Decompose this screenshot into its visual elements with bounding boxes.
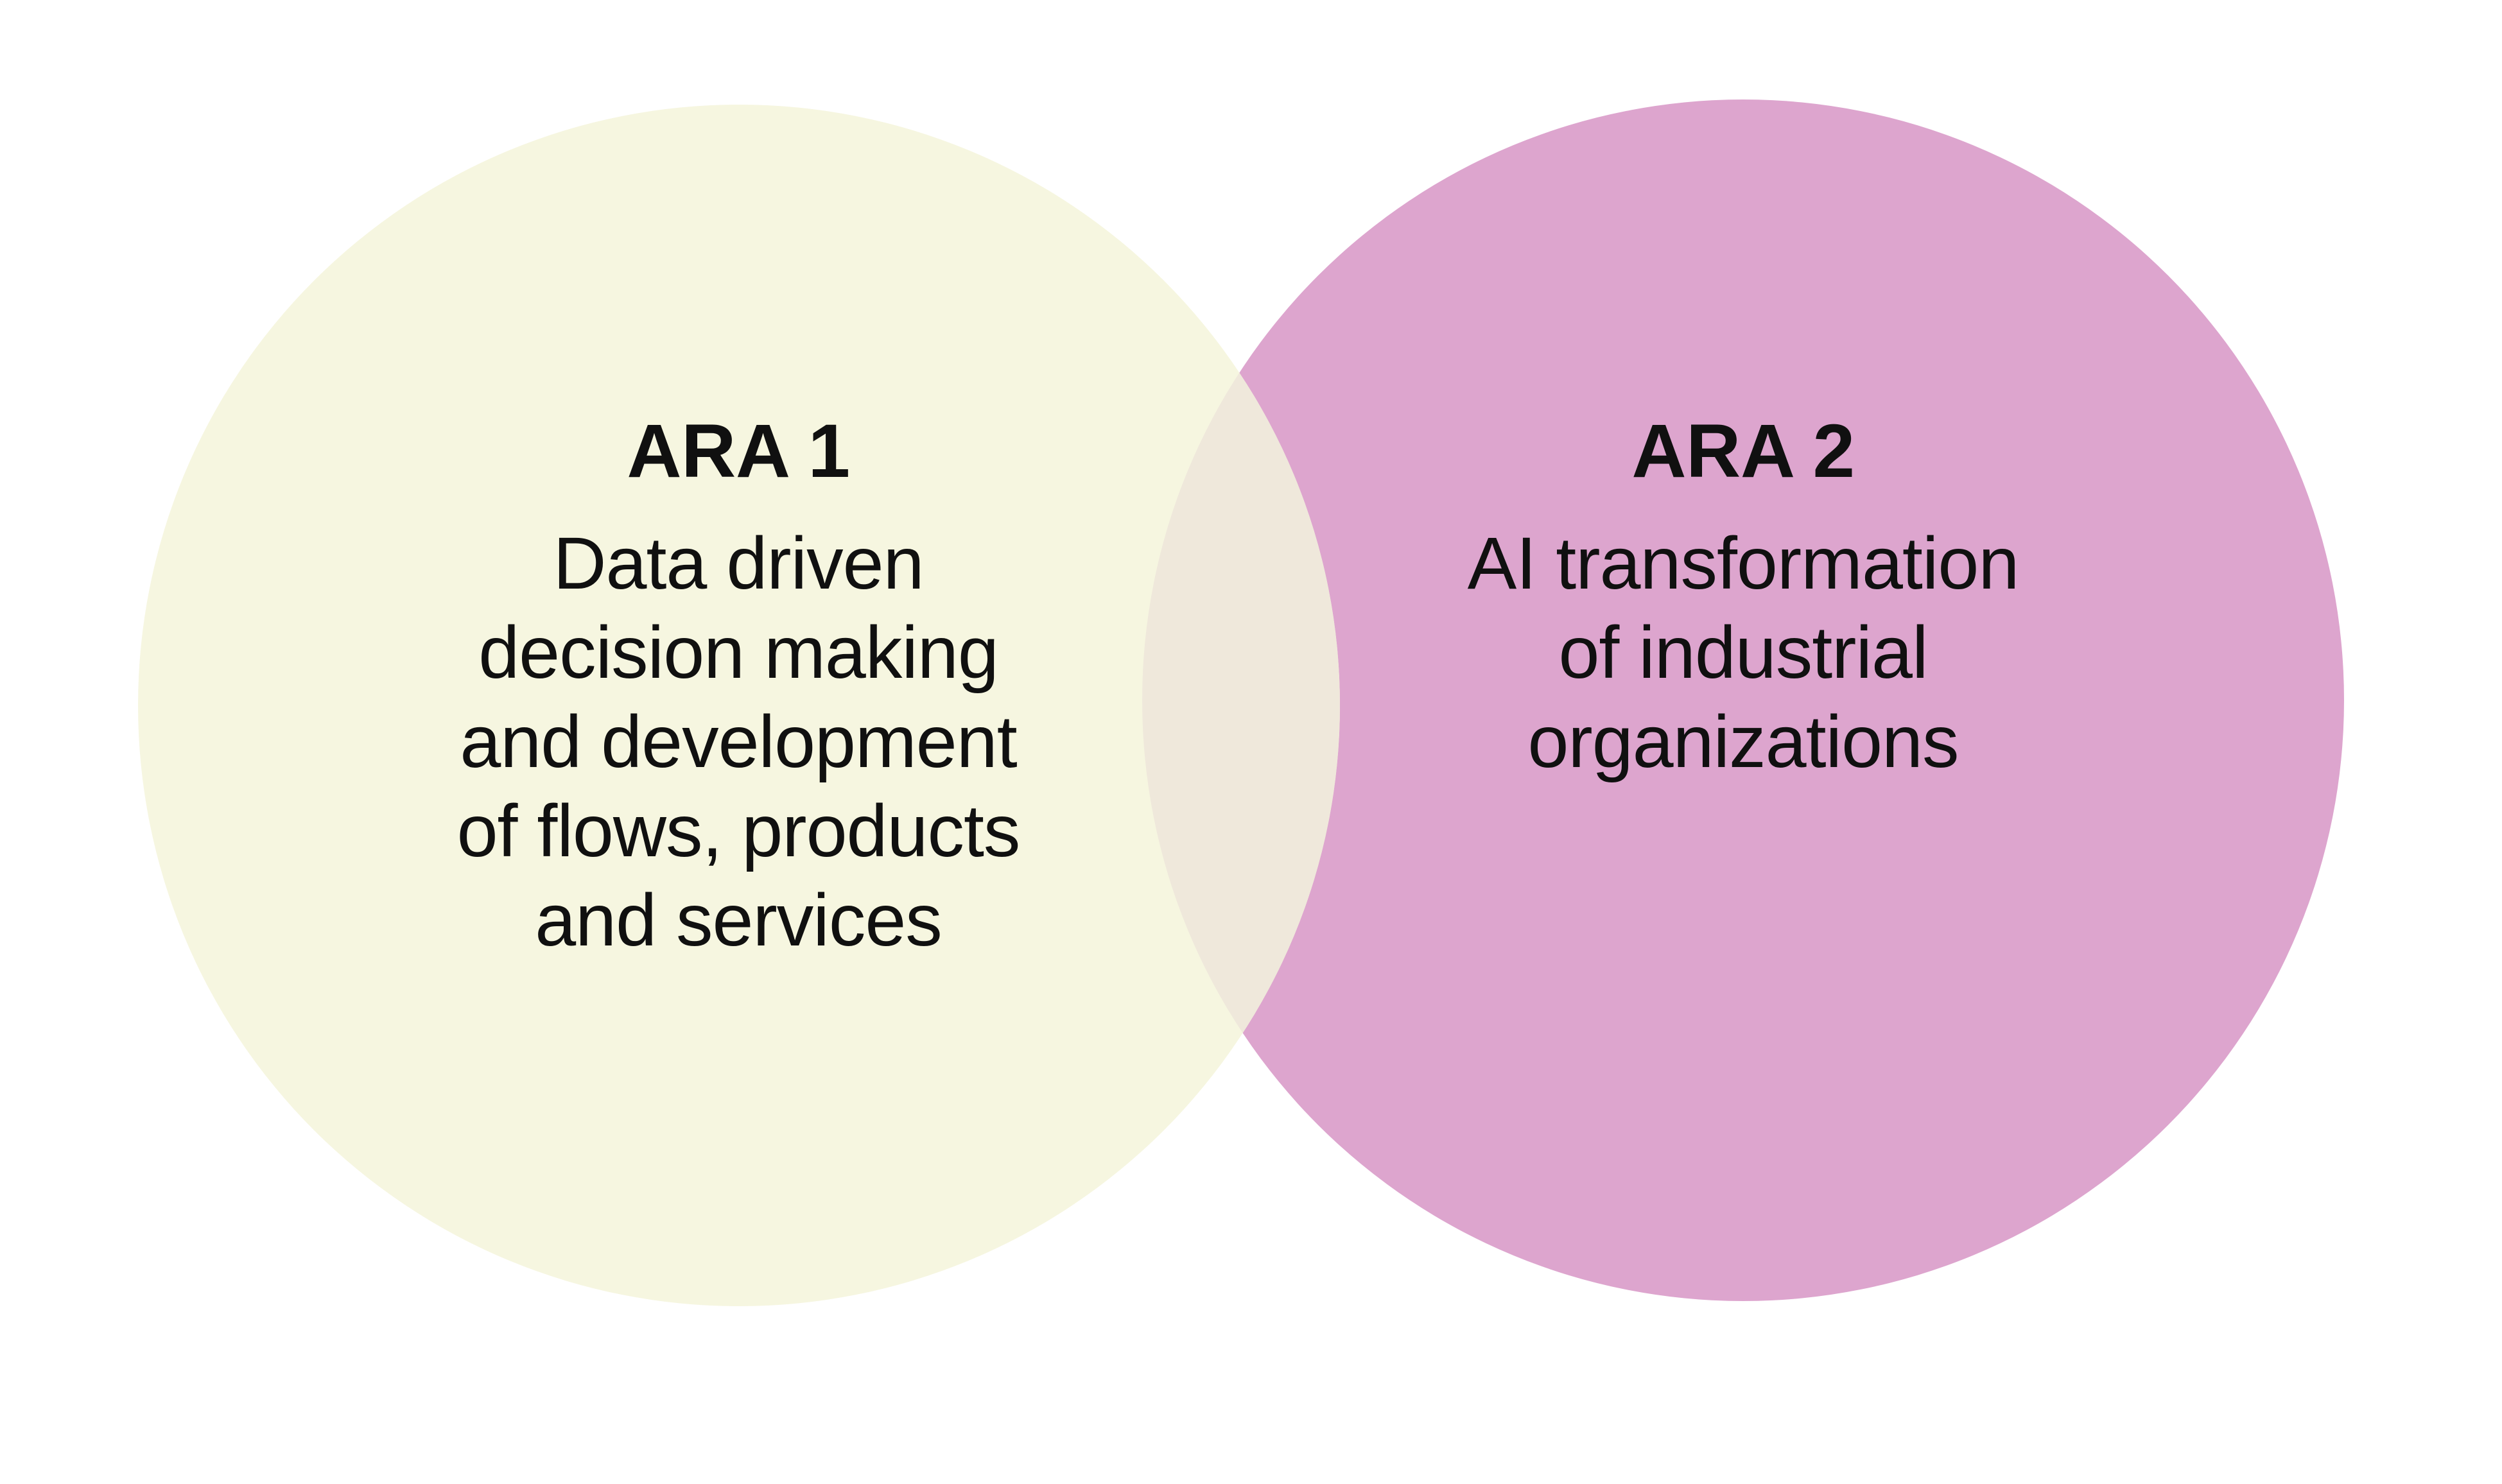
- venn-label-ara-1: ARA 1 Data driven decision making and de…: [360, 406, 1117, 965]
- venn-title-ara-1: ARA 1: [627, 409, 850, 494]
- venn-body-line: and services: [535, 879, 943, 962]
- venn-body-line: Data driven: [553, 522, 924, 605]
- venn-body-ara-1: Data driven decision making and developm…: [360, 519, 1117, 966]
- venn-body-line: of industrial: [1558, 611, 1928, 694]
- venn-body-line: organizations: [1527, 701, 1959, 784]
- venn-circle-ara-2[interactable]: [1142, 99, 2344, 1301]
- venn-body-ara-2: AI transformation of industrial organiza…: [1371, 519, 2115, 787]
- venn-body-line: and development: [460, 701, 1017, 784]
- venn-body-line: decision making: [478, 611, 999, 694]
- venn-body-line: of flows, products: [456, 790, 1021, 873]
- venn-label-ara-2: ARA 2 AI transformation of industrial or…: [1371, 406, 2115, 787]
- venn-body-line: AI transformation: [1467, 522, 2020, 605]
- venn-circle-ara-1[interactable]: [138, 105, 1340, 1306]
- venn-title-ara-2: ARA 2: [1631, 409, 1855, 494]
